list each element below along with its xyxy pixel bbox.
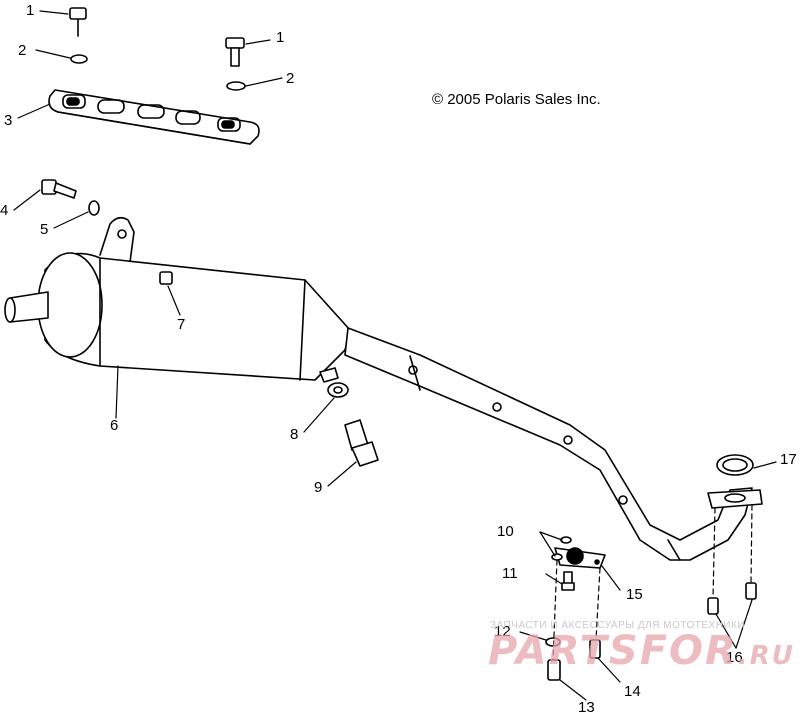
callout-2-right: 2 (286, 70, 295, 87)
bracket-part-15 (554, 547, 606, 569)
callout-1-right: 1 (276, 29, 285, 46)
bolt-part-9 (344, 419, 379, 467)
flange-bolt-part-1-right (225, 37, 245, 67)
bolt-part-13 (547, 659, 561, 681)
callout-13: 13 (578, 699, 595, 716)
heat-shield-part-3 (48, 89, 260, 145)
callout-2-left: 2 (18, 42, 27, 59)
gasket-part-8 (327, 382, 349, 398)
alignment-lines (552, 504, 753, 661)
callout-12: 12 (494, 623, 511, 640)
nut-part-10-lower (551, 553, 563, 561)
callout-5: 5 (40, 221, 49, 238)
callout-3: 3 (4, 112, 13, 129)
callout-1-left: 1 (26, 2, 35, 19)
callout-10: 10 (497, 523, 514, 540)
callout-9: 9 (314, 479, 323, 496)
callout-17: 17 (780, 451, 797, 468)
callout-15: 15 (626, 586, 643, 603)
callout-11: 11 (502, 565, 518, 582)
callout-8: 8 (290, 426, 299, 443)
bolt-part-14 (589, 639, 601, 659)
copyright-notice: © 2005 Polaris Sales Inc. (432, 91, 601, 108)
callout-7: 7 (177, 316, 186, 333)
bolt-part-11 (561, 571, 575, 591)
head-pipe (344, 327, 763, 561)
watermark-logo: PARTSFOR.RU (488, 628, 795, 674)
callout-16: 16 (726, 649, 743, 666)
callout-4: 4 (0, 202, 9, 219)
watermark-brand: PARTSFOR (488, 628, 738, 674)
washer-part-2-left (70, 54, 88, 64)
muffler-part-6 (4, 216, 351, 383)
watermark-domain: .RU (737, 641, 795, 671)
flange-bolt-part-1-left (69, 7, 87, 37)
washer-part-2-right (226, 81, 246, 91)
gasket-hole (333, 386, 343, 394)
washer-part-5 (88, 200, 100, 216)
exhaust-gasket-part-17 (716, 454, 754, 476)
drain-plug-part-7 (159, 271, 173, 285)
leader-lines (13, 10, 777, 701)
callout-6: 6 (110, 417, 119, 434)
mount-bolt-part-4 (41, 179, 77, 199)
callout-14: 14 (624, 683, 641, 700)
watermark-tagline: ЗАПЧАСТИ И АКСЕССУАРЫ ДЛЯ МОТОТЕХНИКИ (490, 620, 746, 631)
